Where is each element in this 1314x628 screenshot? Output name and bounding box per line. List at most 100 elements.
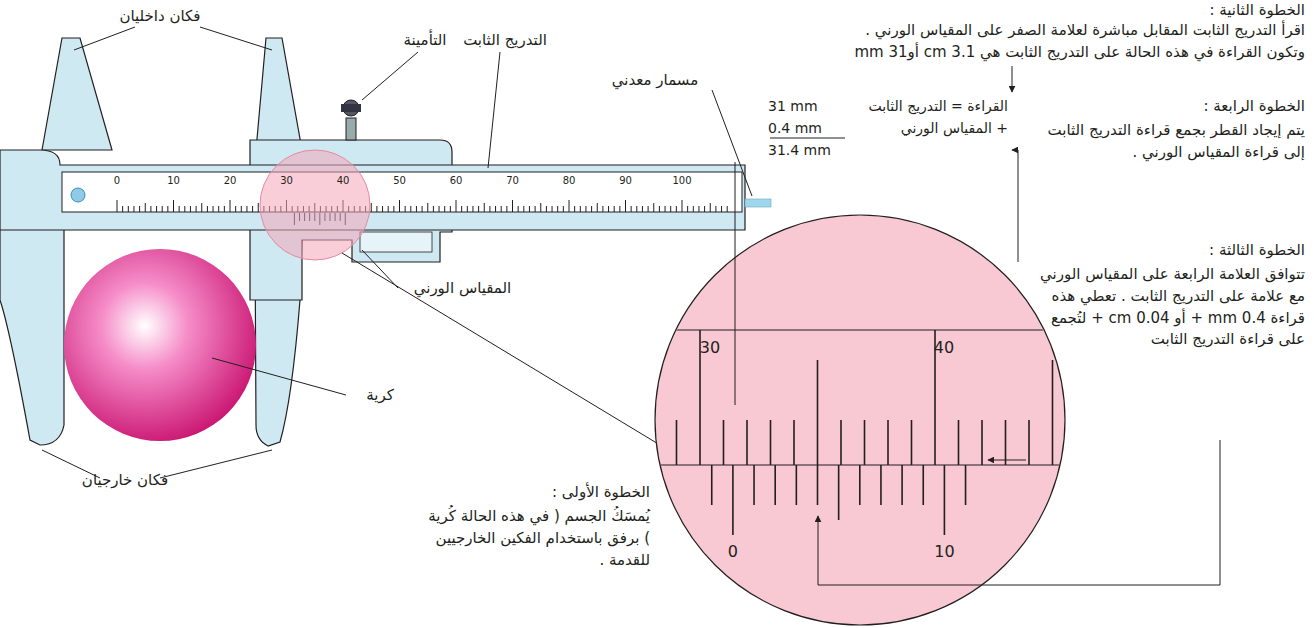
- tick: [196, 206, 197, 212]
- tick: [258, 203, 259, 212]
- tick: [693, 206, 694, 212]
- tick: [602, 206, 603, 212]
- callout-label: التدريج الثابت: [445, 30, 565, 52]
- tick: [642, 206, 643, 212]
- tick: [746, 420, 748, 465]
- tick: [732, 465, 734, 535]
- tick: [405, 206, 406, 212]
- lock-screw: [341, 100, 361, 140]
- scale-number: 30: [688, 336, 732, 359]
- callout-label: وتكون القراءة في هذه الحالة على التدريج …: [520, 42, 1305, 64]
- inner-jaw: [42, 38, 112, 150]
- tick: [958, 420, 960, 465]
- rivet: [71, 188, 85, 202]
- tick: [597, 203, 598, 212]
- tick: [723, 420, 725, 465]
- tick: [207, 206, 208, 212]
- sphere: [64, 249, 256, 441]
- scale-number: 50: [386, 175, 414, 186]
- tick: [1052, 360, 1054, 465]
- tick: [523, 206, 524, 212]
- tick: [591, 206, 592, 212]
- tick: [922, 465, 924, 505]
- tick: [911, 420, 913, 465]
- tick: [501, 206, 502, 212]
- tick: [585, 206, 586, 212]
- tick: [698, 206, 699, 212]
- tick: [614, 206, 615, 212]
- callout-label: اقرأ التدريج الثابت المقابل مباشرة لعلام…: [520, 20, 1305, 42]
- scale-number: 10: [160, 175, 188, 186]
- tick: [518, 206, 519, 212]
- tick: [230, 200, 231, 212]
- step-heading: الخطوة الأولى :: [420, 482, 650, 504]
- tick: [817, 465, 819, 505]
- callout-label: + المقياس الورني: [850, 118, 1008, 138]
- callout-label: يُمسَكُ الجسم ( في هذه الحالة كُرية ) بر…: [420, 506, 650, 571]
- tick: [670, 206, 671, 212]
- tick: [1005, 420, 1007, 465]
- tick: [563, 206, 564, 212]
- leader-lines: [42, 27, 1220, 585]
- metal-pin: [745, 199, 771, 207]
- tick: [715, 206, 716, 212]
- tick: [887, 420, 889, 465]
- tick: [659, 206, 660, 212]
- magnifier-link: [342, 253, 660, 445]
- callout-label: 0.4 mm: [768, 118, 830, 138]
- outer-jaw: [0, 228, 64, 445]
- tick: [156, 206, 157, 212]
- tick: [796, 465, 798, 505]
- tick: [393, 206, 394, 212]
- callout-label: التأمينة: [385, 30, 465, 52]
- tick: [546, 206, 547, 212]
- tick: [652, 420, 654, 465]
- tick: [665, 206, 666, 212]
- tick: [1028, 420, 1030, 465]
- tick: [880, 465, 882, 505]
- tick: [574, 206, 575, 212]
- tick: [246, 206, 247, 212]
- tick: [484, 203, 485, 212]
- step-heading: الخطوة الثالثة :: [1035, 240, 1305, 262]
- tick: [653, 203, 654, 212]
- tick: [167, 206, 168, 212]
- tick: [179, 206, 180, 212]
- tick: [128, 206, 129, 212]
- tick: [608, 206, 609, 212]
- scale-number: 30: [273, 175, 301, 186]
- tick: [631, 206, 632, 212]
- tick: [580, 206, 581, 212]
- tick: [472, 206, 473, 212]
- tick: [552, 206, 553, 212]
- tick: [840, 420, 842, 465]
- tick: [399, 200, 400, 212]
- tick: [495, 206, 496, 212]
- tick: [901, 465, 903, 505]
- scale-number: 100: [668, 175, 696, 186]
- tick: [173, 200, 174, 212]
- inner-jaw: [256, 38, 302, 150]
- tick: [433, 206, 434, 212]
- tick: [793, 420, 795, 465]
- tick: [569, 200, 570, 212]
- tick: [461, 206, 462, 212]
- slider-window: [360, 232, 432, 252]
- scale-number: 10: [922, 540, 966, 563]
- callout-label: كرية: [350, 385, 410, 407]
- tick: [944, 465, 946, 535]
- callout-label: القراءة = التدريج الثابت: [830, 96, 1008, 116]
- scale-number: 90: [612, 175, 640, 186]
- callout-label: فكان داخليان: [90, 6, 230, 28]
- scale-number: 0: [103, 175, 131, 186]
- tick: [774, 465, 776, 505]
- tick: [190, 206, 191, 212]
- tick: [770, 420, 772, 465]
- magnified-view: [655, 215, 1065, 625]
- tick: [710, 203, 711, 212]
- tick: [139, 206, 140, 212]
- tick: [864, 420, 866, 465]
- tick: [456, 200, 457, 212]
- tick: [512, 200, 513, 212]
- scale-number: 20: [216, 175, 244, 186]
